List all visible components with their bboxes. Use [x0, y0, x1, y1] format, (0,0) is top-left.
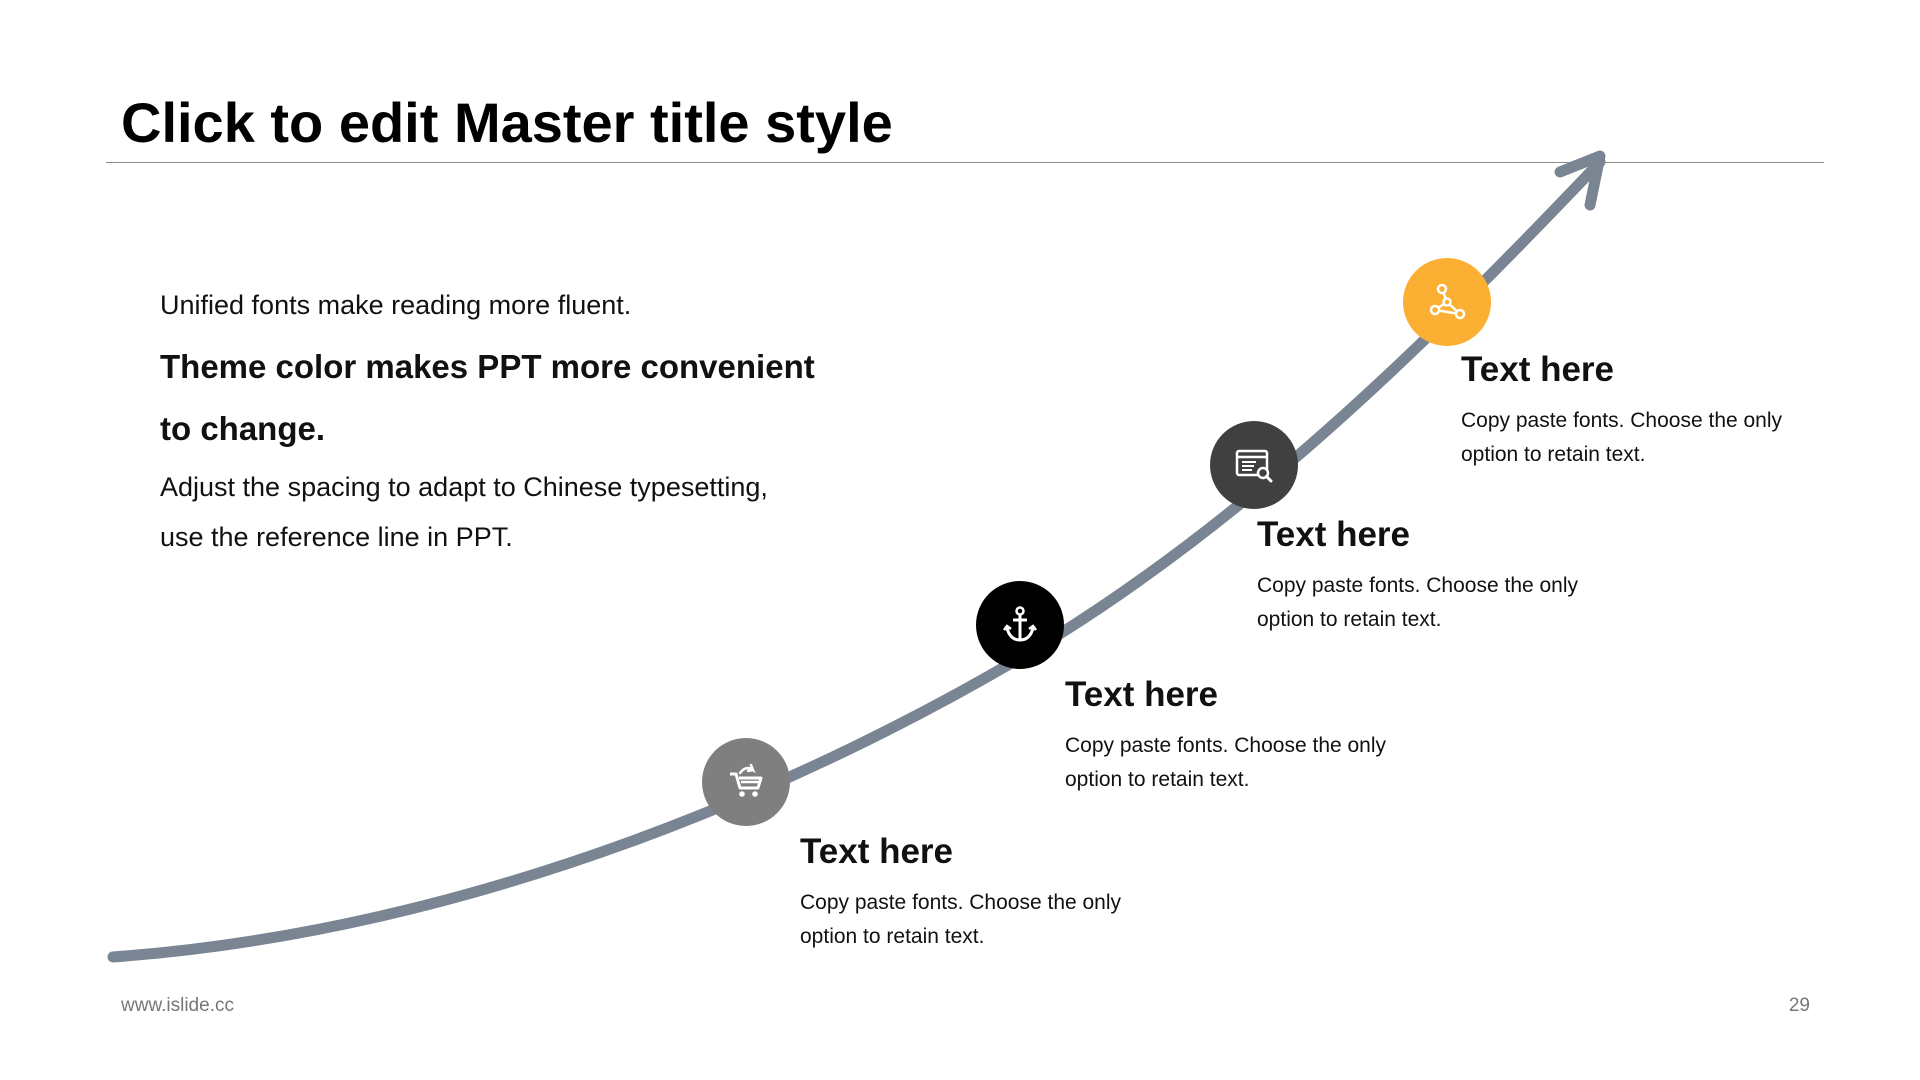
intro-line-theme-color-b: to change. — [160, 410, 326, 447]
step-2-description-line2: option to retain text. — [1065, 768, 1250, 791]
step-3-description: Copy paste fonts. Choose the only option… — [1257, 569, 1657, 637]
step-1-text: Text here Copy paste fonts. Choose the o… — [800, 830, 1200, 954]
slide-title: Click to edit Master title style — [121, 91, 893, 154]
step-2-description: Copy paste fonts. Choose the only option… — [1065, 729, 1465, 797]
page-number: 29 — [1788, 995, 1810, 1016]
step-1-description-line1: Copy paste fonts. Choose the only — [800, 891, 1122, 914]
step-1-heading: Text here — [800, 832, 954, 871]
step-3-description-line1: Copy paste fonts. Choose the only — [1257, 574, 1579, 597]
step-3-description-line2: option to retain text. — [1257, 608, 1442, 631]
growth-curve-arrowhead — [1554, 150, 1606, 211]
step-2-heading: Text here — [1065, 675, 1219, 714]
step-3-icon-circle — [1210, 421, 1298, 509]
intro-text-block: Unified fonts make reading more fluent. … — [160, 280, 880, 562]
footer-url[interactable]: www.islide.cc — [121, 995, 234, 1016]
step-1-icon-circle — [702, 738, 790, 826]
anchor-icon — [1003, 606, 1037, 642]
intro-line-theme-color: Theme color makes PPT more convenient to… — [160, 336, 880, 460]
intro-line-spacing-a: Adjust the spacing to adapt to Chinese t… — [160, 472, 768, 502]
title-divider — [106, 162, 1824, 163]
step-4-text: Text here Copy paste fonts. Choose the o… — [1461, 348, 1861, 472]
step-1-description: Copy paste fonts. Choose the only option… — [800, 886, 1200, 954]
step-3-text: Text here Copy paste fonts. Choose the o… — [1257, 513, 1657, 637]
browser-search-icon — [1235, 449, 1273, 483]
step-3-heading: Text here — [1257, 515, 1411, 554]
intro-line-spacing-b: use the reference line in PPT. — [160, 522, 513, 552]
share-nodes-icon — [1429, 283, 1466, 320]
step-2-icon-circle — [976, 581, 1064, 669]
intro-line-spacing: Adjust the spacing to adapt to Chinese t… — [160, 462, 880, 562]
step-4-description-line2: option to retain text. — [1461, 443, 1646, 466]
intro-line-fonts: Unified fonts make reading more fluent. — [160, 290, 632, 320]
step-4-heading: Text here — [1461, 350, 1615, 389]
step-2-text: Text here Copy paste fonts. Choose the o… — [1065, 673, 1465, 797]
step-4-description-line1: Copy paste fonts. Choose the only — [1461, 409, 1783, 432]
step-4-icon-circle — [1403, 258, 1491, 346]
step-4-description: Copy paste fonts. Choose the only option… — [1461, 404, 1861, 472]
step-1-description-line2: option to retain text. — [800, 925, 985, 948]
cart-icon — [730, 763, 763, 797]
step-2-description-line1: Copy paste fonts. Choose the only — [1065, 734, 1387, 757]
intro-line-theme-color-a: Theme color makes PPT more convenient — [160, 348, 815, 385]
